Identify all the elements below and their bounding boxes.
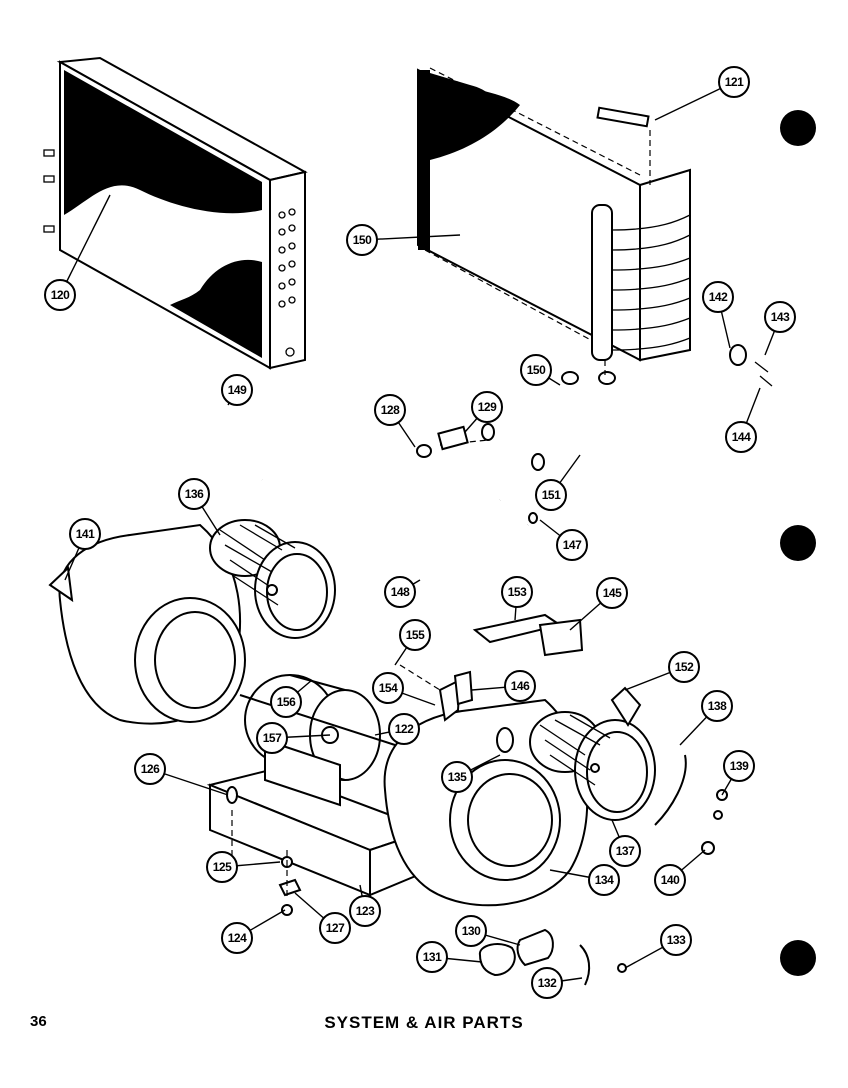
callout-157-label: 157: [263, 731, 282, 745]
callout-140: 140: [654, 864, 686, 896]
callout-141: 141: [69, 518, 101, 550]
callout-149: 149: [221, 374, 253, 406]
callout-128: 128: [374, 394, 406, 426]
page-number: 36: [30, 1013, 47, 1030]
callout-133-label: 133: [667, 933, 686, 947]
callout-121-label: 121: [725, 75, 744, 89]
callout-147: 147: [556, 529, 588, 561]
callout-150b-label: 150: [527, 363, 546, 377]
callout-125-label: 125: [213, 860, 232, 874]
callout-145: 145: [596, 577, 628, 609]
callout-146-label: 146: [511, 679, 530, 693]
callout-154-label: 154: [379, 681, 398, 695]
callout-149-label: 149: [228, 383, 247, 397]
callout-124-label: 124: [228, 931, 247, 945]
callout-126: 126: [134, 753, 166, 785]
callout-131: 131: [416, 941, 448, 973]
callout-142-label: 142: [709, 290, 728, 304]
mounting-rods: [186, 403, 538, 594]
callout-154: 154: [372, 672, 404, 704]
left-blower-housing: [48, 523, 246, 725]
motor-mount-base: [206, 738, 433, 897]
callout-132-label: 132: [538, 976, 557, 990]
callout-157: 157: [256, 722, 288, 754]
callout-147-label: 147: [563, 538, 582, 552]
callout-134: 134: [588, 864, 620, 896]
callout-127-label: 127: [326, 921, 345, 935]
callout-150-tube: 150: [520, 354, 552, 386]
callout-145-label: 145: [603, 586, 622, 600]
binder-punch-hole: [780, 940, 816, 976]
evaporator-coil: [417, 67, 691, 362]
right-blower-wheel: [529, 711, 656, 821]
callout-134-label: 134: [595, 873, 614, 887]
callout-127: 127: [319, 912, 351, 944]
callout-151-label: 151: [542, 488, 561, 502]
callout-135: 135: [441, 761, 473, 793]
callout-121: 121: [718, 66, 750, 98]
callout-120-label: 120: [51, 288, 70, 302]
callout-129: 129: [471, 391, 503, 423]
callout-143-label: 143: [771, 310, 790, 324]
callout-137: 137: [609, 835, 641, 867]
callout-120: 120: [44, 279, 76, 311]
spring-clip: [729, 344, 773, 387]
callout-123: 123: [349, 895, 381, 927]
callout-139: 139: [723, 750, 755, 782]
callout-122-label: 122: [395, 722, 414, 736]
binder-punch-hole: [780, 110, 816, 146]
callout-148: 148: [384, 576, 416, 608]
callout-137-label: 137: [616, 844, 635, 858]
callout-129-label: 129: [478, 400, 497, 414]
callout-155: 155: [399, 619, 431, 651]
callout-144: 144: [725, 421, 757, 453]
small-hardware: [226, 664, 728, 986]
callout-142: 142: [702, 281, 734, 313]
callout-130: 130: [455, 915, 487, 947]
callout-135-label: 135: [448, 770, 467, 784]
callout-133: 133: [660, 924, 692, 956]
mounting-brackets: [438, 613, 642, 727]
binder-punch-hole: [780, 525, 816, 561]
callout-152: 152: [668, 651, 700, 683]
callout-123-label: 123: [356, 904, 375, 918]
callout-141-label: 141: [76, 527, 95, 541]
callout-132: 132: [531, 967, 563, 999]
condenser-coil: [43, 56, 308, 370]
filter-drier: [416, 425, 469, 458]
callout-156: 156: [270, 686, 302, 718]
page-title: SYSTEM & AIR PARTS: [324, 1013, 524, 1032]
callout-128-label: 128: [381, 403, 400, 417]
callout-140-label: 140: [661, 873, 680, 887]
callout-146: 146: [504, 670, 536, 702]
callout-124: 124: [221, 922, 253, 954]
callout-152-label: 152: [675, 660, 694, 674]
callout-143: 143: [764, 301, 796, 333]
callout-153-label: 153: [508, 585, 527, 599]
callout-156-label: 156: [277, 695, 296, 709]
callout-126-label: 126: [141, 762, 160, 776]
callout-153: 153: [501, 576, 533, 608]
callout-150a-label: 150: [353, 233, 372, 247]
left-blower-wheel: [209, 519, 336, 639]
refrigerant-tubes: [439, 360, 616, 471]
callout-144-label: 144: [732, 430, 751, 444]
callout-136-label: 136: [185, 487, 204, 501]
callout-138-label: 138: [708, 699, 727, 713]
callout-139-label: 139: [730, 759, 749, 773]
callout-122: 122: [388, 713, 420, 745]
callout-130-label: 130: [462, 924, 481, 938]
callout-125: 125: [206, 851, 238, 883]
wheel-clamp: [654, 754, 687, 826]
callout-150-evaporator: 150: [346, 224, 378, 256]
callout-138: 138: [701, 690, 733, 722]
callout-155-label: 155: [406, 628, 425, 642]
callout-148-label: 148: [391, 585, 410, 599]
callout-131-label: 131: [423, 950, 442, 964]
callout-136: 136: [178, 478, 210, 510]
callout-151: 151: [535, 479, 567, 511]
